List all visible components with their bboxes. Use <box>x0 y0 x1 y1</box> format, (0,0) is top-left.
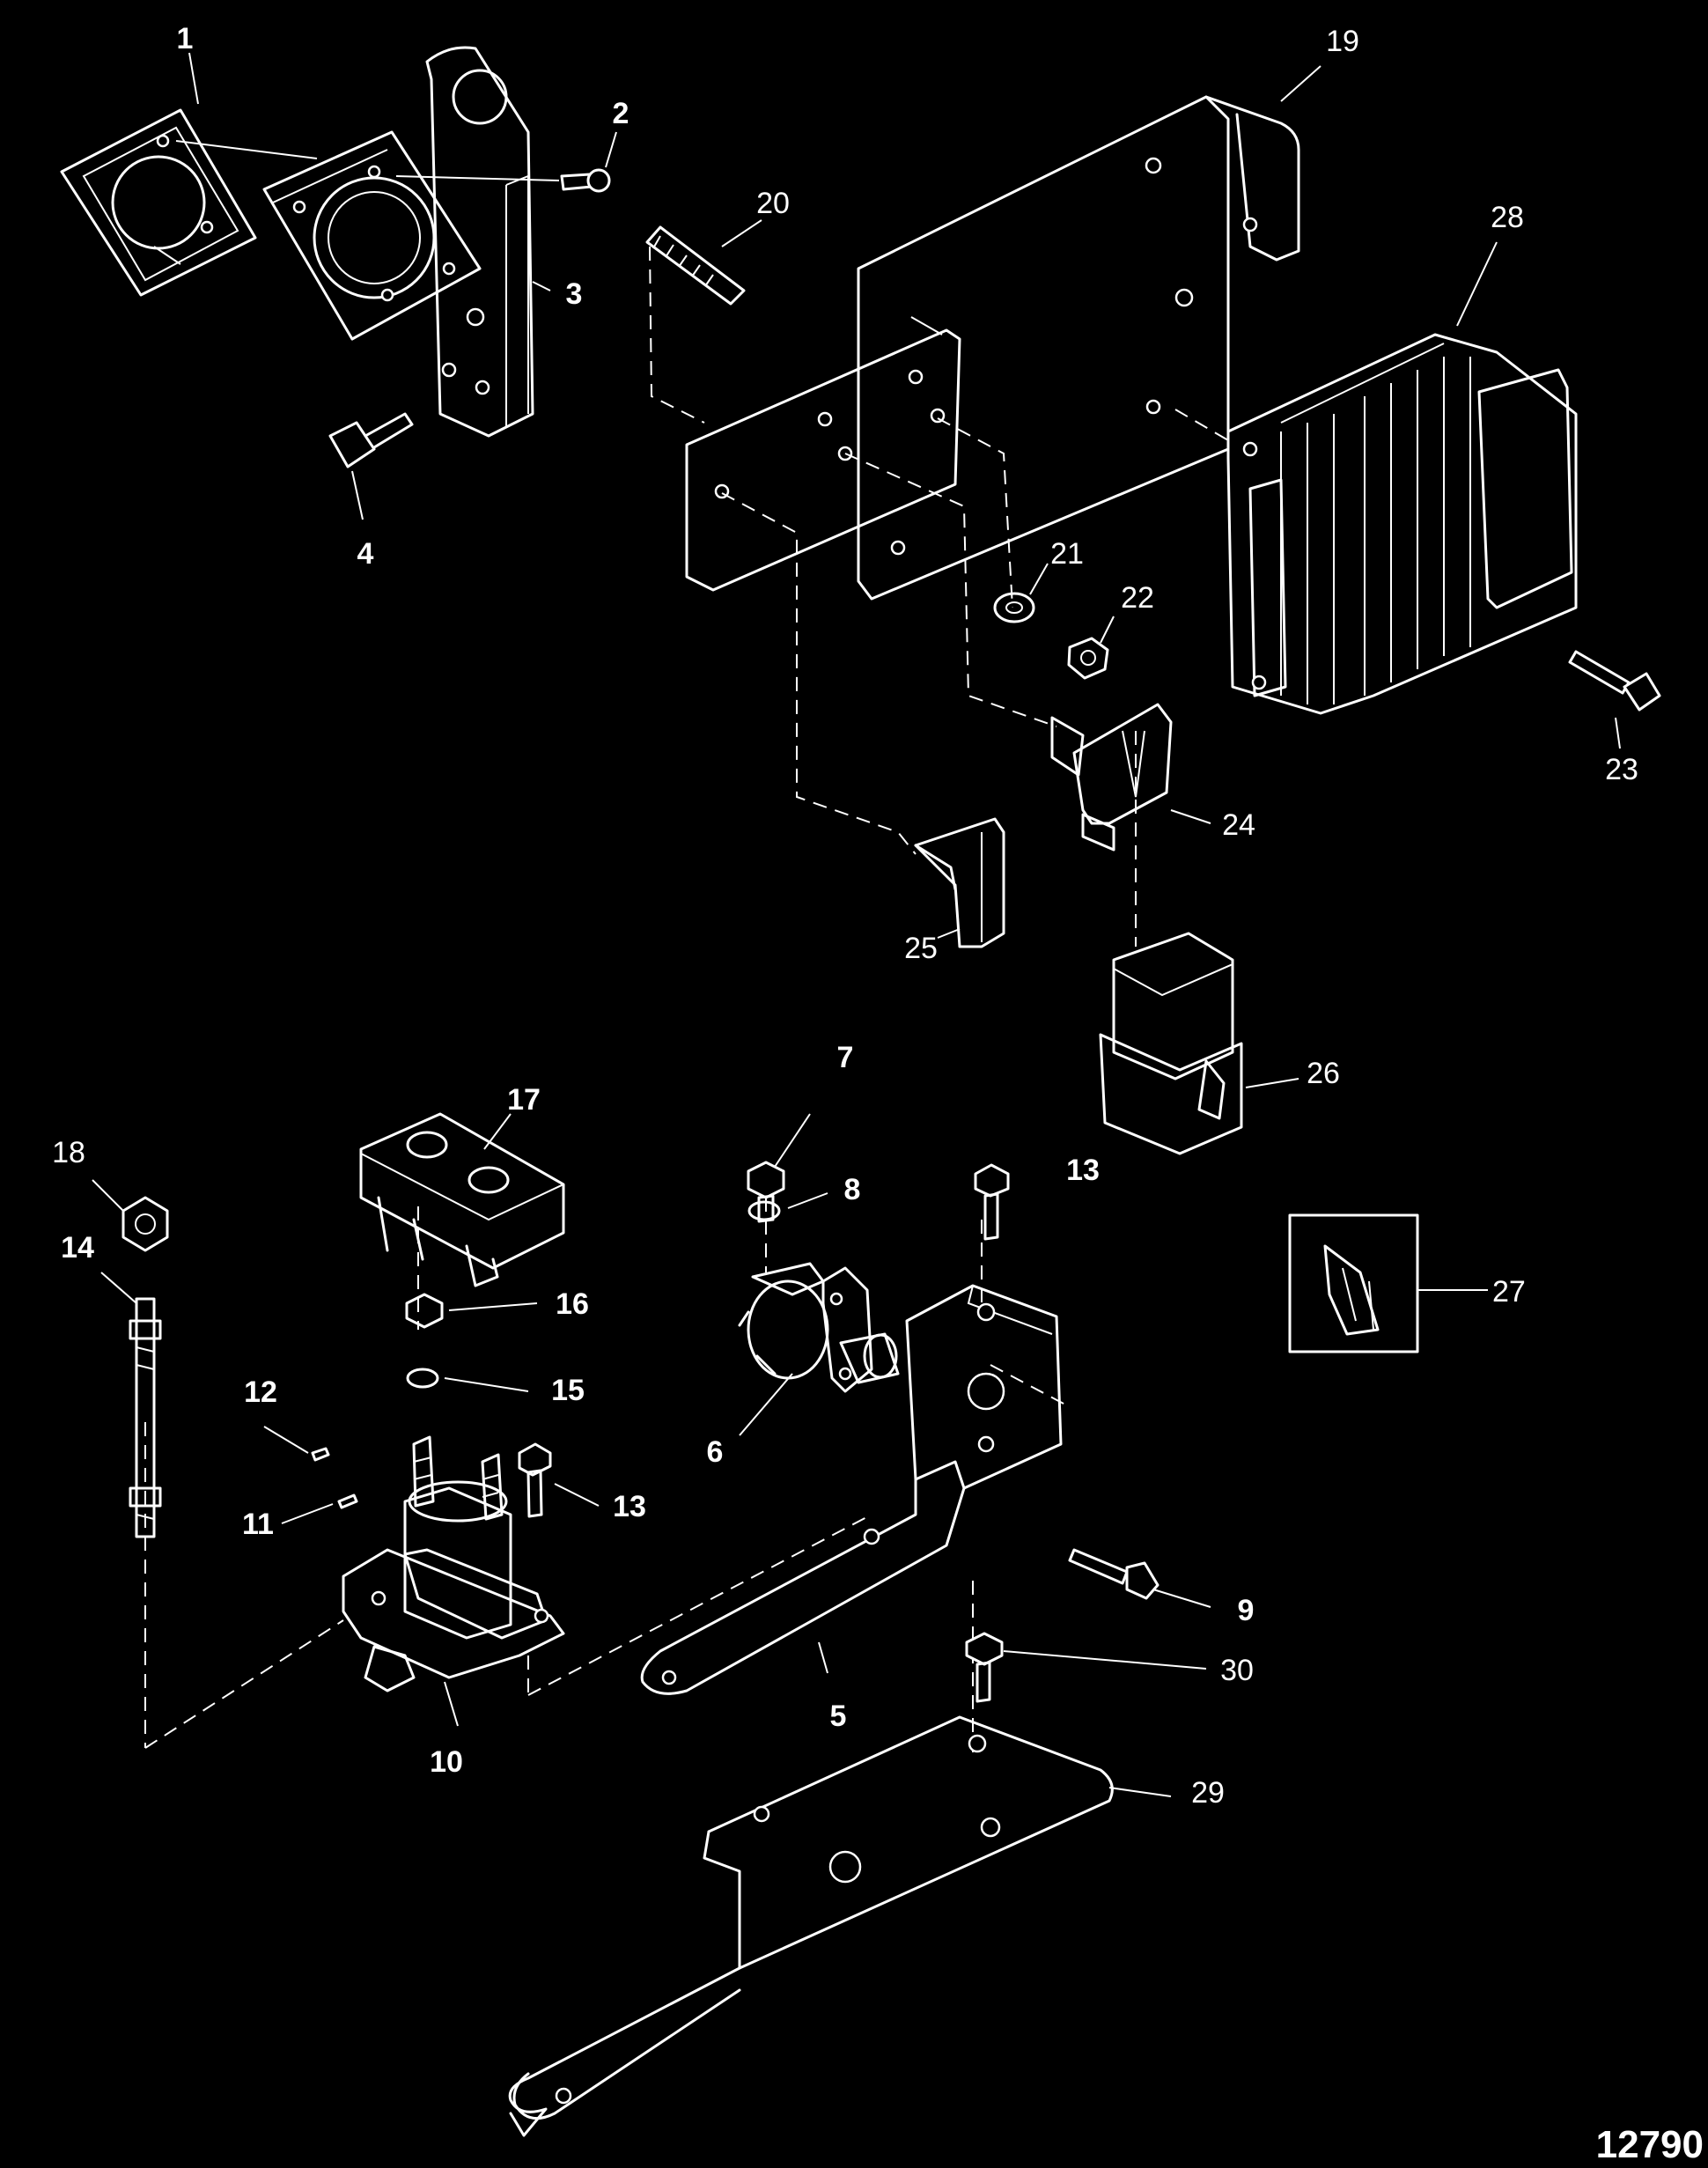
part-17-insulator-cap <box>359 1112 565 1287</box>
callout-18: 18 <box>52 1136 85 1169</box>
part-29-support-plate <box>508 1715 1114 2137</box>
callout-30: 30 <box>1220 1654 1254 1687</box>
part-4-bolt <box>328 412 414 468</box>
callout-4: 4 <box>357 537 374 571</box>
figure-number: 12790 <box>1596 2123 1704 2166</box>
part-20-stud <box>645 225 746 424</box>
callout-1: 1 <box>177 22 194 55</box>
part-25-connector <box>914 817 1005 948</box>
part-12-washer <box>311 1447 330 1462</box>
callout-27: 27 <box>1492 1275 1526 1309</box>
callout-7: 7 <box>837 1041 854 1074</box>
callout-3: 3 <box>566 277 583 311</box>
callout-6: 6 <box>707 1435 724 1469</box>
part-1-mount-plate <box>175 130 482 341</box>
part-8-washer <box>747 1200 781 1221</box>
callout-labels: 1 2 3 4 5 6 7 8 9 10 11 12 13 13 14 15 1… <box>52 22 1638 1810</box>
part-23-screw <box>1568 650 1661 712</box>
part-10-solenoid <box>342 1435 565 1692</box>
callout-10: 10 <box>430 1745 463 1779</box>
leader-lines <box>92 52 1621 1797</box>
callout-9: 9 <box>1238 1594 1255 1627</box>
part-3-bracket <box>425 46 534 438</box>
callout-15: 15 <box>551 1374 585 1407</box>
part-28-control-module <box>1226 333 1578 715</box>
part-14-stud <box>129 1297 162 1538</box>
part-5-angle-bracket <box>640 1284 1063 1695</box>
callout-25: 25 <box>904 932 938 965</box>
part-18-locknut <box>121 1196 169 1252</box>
part-1-gasket <box>60 108 257 297</box>
callout-12: 12 <box>244 1375 277 1409</box>
callout-16: 16 <box>556 1287 589 1321</box>
callout-21: 21 <box>1050 537 1084 571</box>
callout-24: 24 <box>1222 808 1255 842</box>
part-13-screw-right <box>974 1163 1010 1241</box>
part-13-screw-left <box>518 1442 552 1518</box>
part-11-washer <box>337 1493 358 1509</box>
callout-11: 11 <box>242 1508 274 1541</box>
callout-20: 20 <box>756 187 790 220</box>
part-24-connector <box>1050 703 1173 852</box>
part-22-nut <box>1067 637 1109 680</box>
callout-13-right: 13 <box>1066 1154 1100 1187</box>
part-26-relay <box>1099 932 1243 1155</box>
callout-17: 17 <box>507 1083 541 1117</box>
part-7-screw <box>747 1161 785 1223</box>
callout-5: 5 <box>830 1700 847 1733</box>
callout-2: 2 <box>613 97 629 130</box>
callout-8: 8 <box>844 1173 861 1206</box>
part-6-switch <box>738 1262 900 1393</box>
part-15-washer <box>406 1368 439 1389</box>
part-2-screw <box>395 168 611 193</box>
callout-26: 26 <box>1307 1057 1340 1090</box>
part-30-screw <box>965 1632 1004 1703</box>
part-16-nut <box>405 1293 444 1329</box>
callout-13-left: 13 <box>613 1490 646 1523</box>
part-9-screw <box>1068 1548 1160 1600</box>
assembly-guide-lines <box>144 409 1229 1752</box>
callout-14: 14 <box>61 1231 94 1265</box>
callout-22: 22 <box>1121 581 1154 615</box>
part-21-washer <box>993 592 1035 623</box>
callout-28: 28 <box>1491 201 1524 234</box>
part-19-mounting-bracket <box>685 95 1300 601</box>
part-27-fuse <box>1288 1213 1419 1353</box>
callout-19: 19 <box>1326 25 1359 58</box>
callout-29: 29 <box>1191 1776 1225 1810</box>
callout-23: 23 <box>1605 753 1638 786</box>
